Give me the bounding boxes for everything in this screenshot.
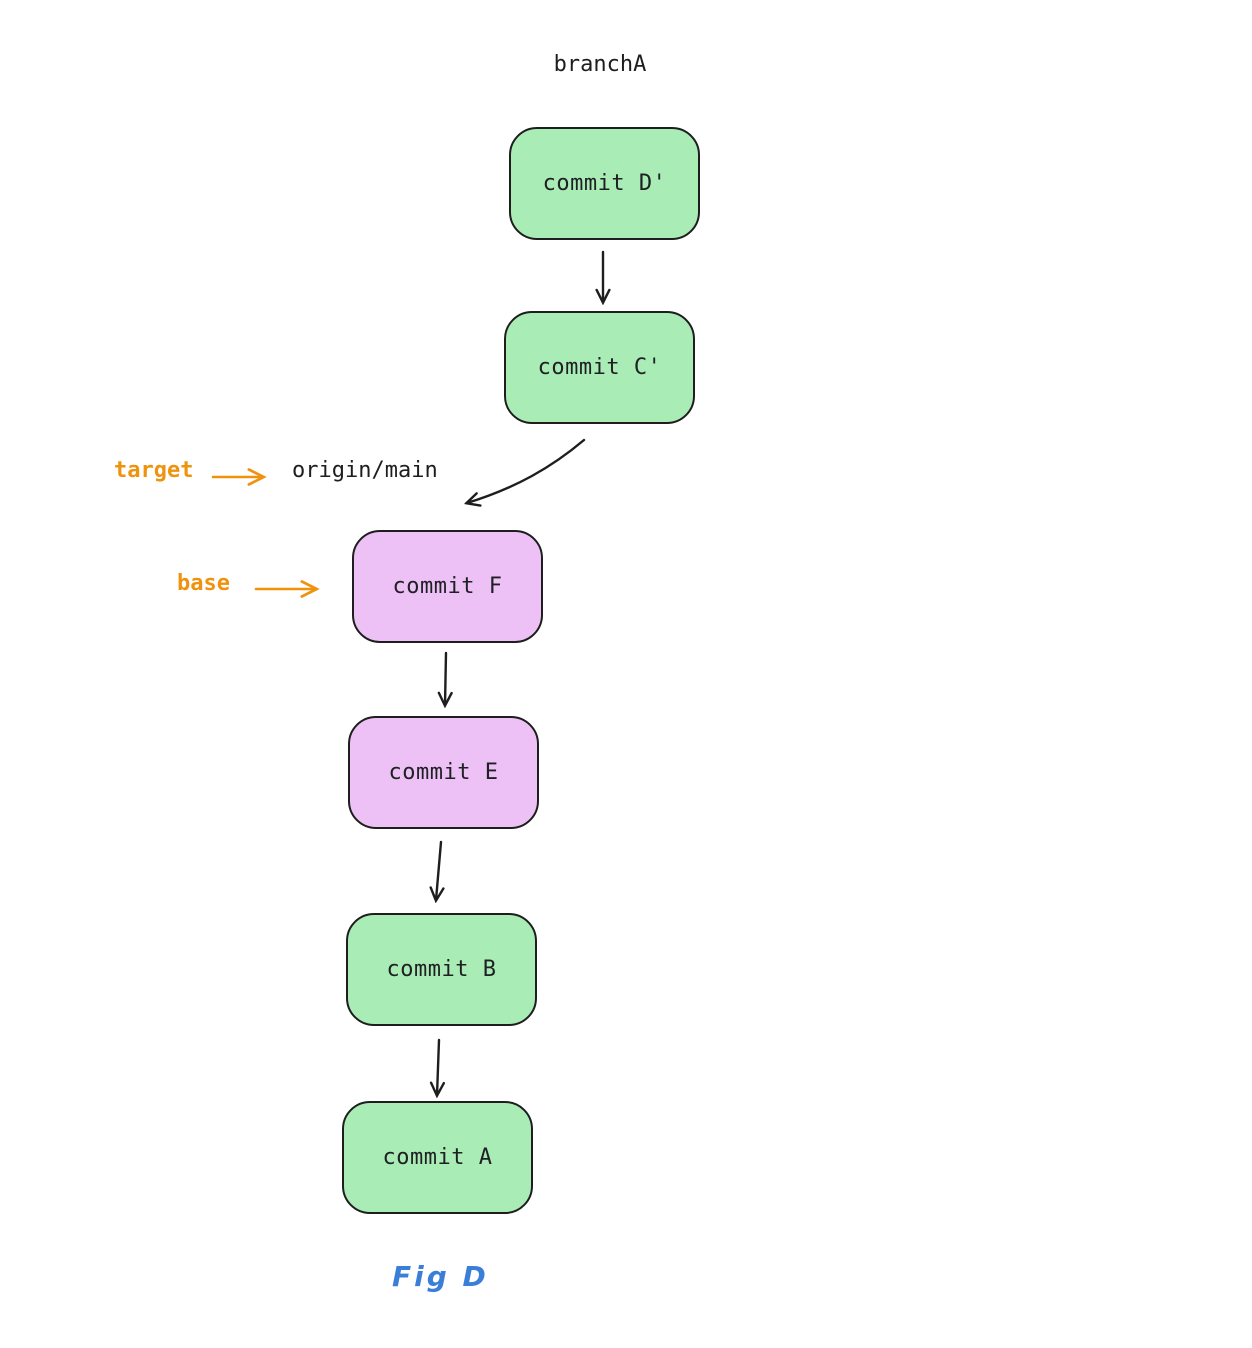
- branch-label: branchA: [553, 52, 647, 77]
- commit-node-label: commit A: [382, 1145, 493, 1170]
- edge-commit-f-to-e: [445, 651, 446, 705]
- commit-node-f: commit F: [352, 530, 543, 643]
- edge-commit-b-to-a: [437, 1038, 439, 1095]
- origin-main-ref-label: origin/main: [292, 458, 438, 483]
- commit-node-e: commit E: [348, 716, 539, 829]
- figure-caption: Fig D: [392, 1260, 489, 1293]
- commit-node-label: commit D': [542, 171, 667, 196]
- commit-node-label: commit F: [392, 574, 503, 599]
- target-annotation-label: target: [114, 458, 194, 483]
- commit-node-c-prime: commit C': [504, 311, 695, 424]
- commit-node-b: commit B: [346, 913, 537, 1026]
- commit-node-d-prime: commit D': [509, 127, 700, 240]
- commit-node-a: commit A: [342, 1101, 533, 1214]
- base-annotation-label: base: [177, 571, 230, 596]
- commit-node-label: commit B: [386, 957, 497, 982]
- commit-node-label: commit E: [388, 760, 499, 785]
- edge-commit-e-to-b: [436, 840, 441, 900]
- commit-node-label: commit C': [537, 355, 662, 380]
- edge-commit-cprime-to-f: [467, 438, 586, 503]
